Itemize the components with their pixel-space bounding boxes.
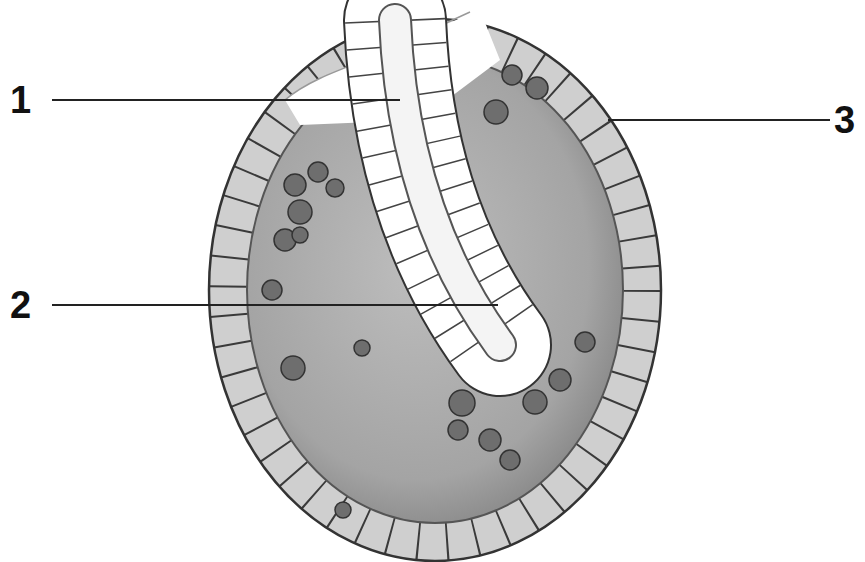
endoderm-cell-walls [395,20,500,345]
leader-line [608,119,830,121]
leader-line [52,304,498,306]
archenteron [395,20,500,345]
endoderm-layer [395,20,500,345]
endoderm-outline [395,20,500,345]
mesenchyme-cells [262,65,595,518]
callout-number: 1 [10,81,31,119]
leader-line [52,99,400,101]
callout-number: 2 [10,286,31,324]
callout-number: 3 [834,101,855,139]
archenteron-edge [395,20,500,345]
